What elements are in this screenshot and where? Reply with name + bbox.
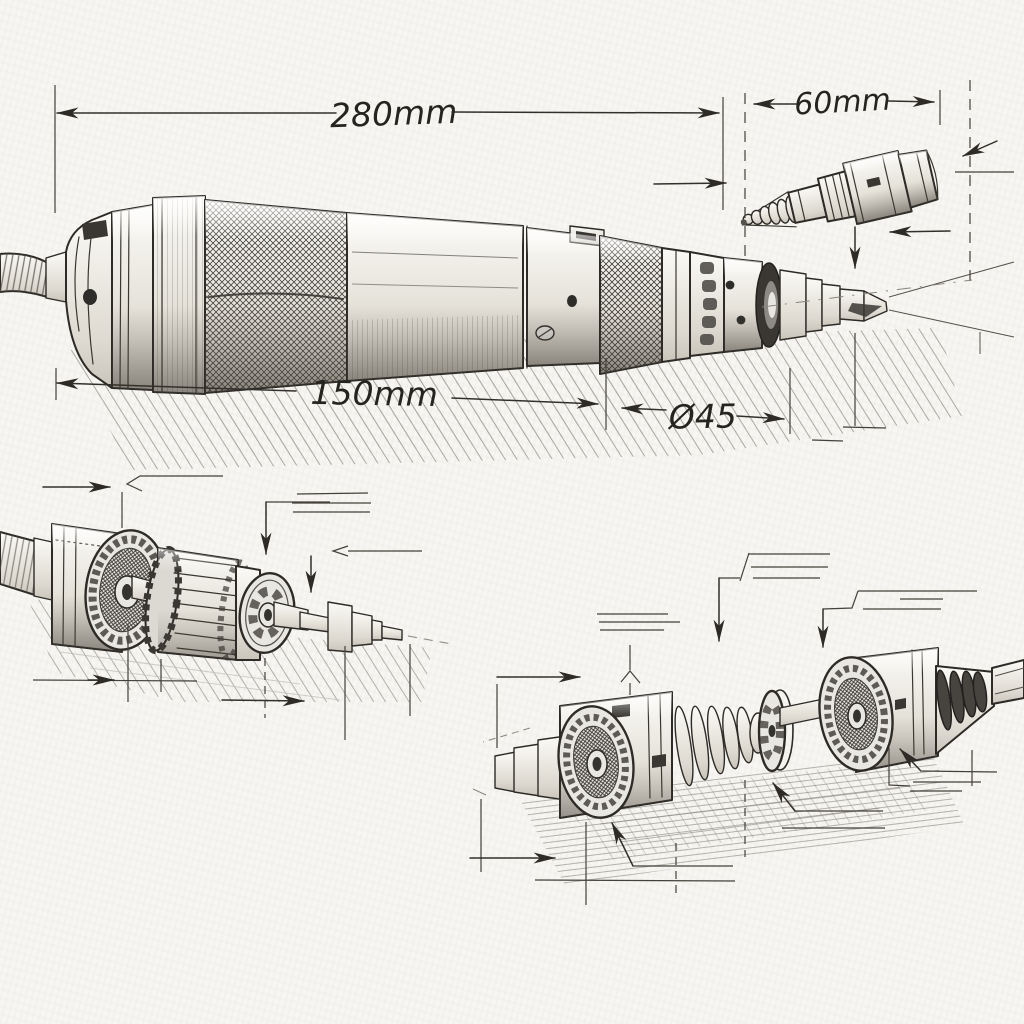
leaders-left-view bbox=[32, 475, 422, 740]
clamp-ring bbox=[152, 195, 206, 395]
barrel bbox=[346, 212, 528, 382]
dim-overall-length: 280mm bbox=[54, 85, 727, 213]
flanged-disc bbox=[749, 689, 794, 773]
dim-overall-length-label: 280mm bbox=[329, 92, 458, 135]
leaders-right-view bbox=[469, 552, 998, 905]
bearing-rollers bbox=[689, 251, 725, 357]
chuck-body bbox=[842, 150, 913, 226]
output-shaft-steps bbox=[779, 269, 841, 341]
dim-attachment-length: 60mm bbox=[744, 80, 971, 283]
collet-nut bbox=[599, 235, 691, 375]
dim-body-length: 150mm bbox=[55, 358, 607, 430]
bit-chuck-detail-view bbox=[740, 149, 939, 228]
bellows-section bbox=[674, 705, 754, 787]
collet-piece-left bbox=[327, 601, 383, 653]
dim-body-length-label: 150mm bbox=[310, 373, 438, 414]
dim-diameter-label: Ø45 bbox=[666, 396, 737, 436]
nose-cone bbox=[65, 211, 113, 389]
cable-boot bbox=[935, 665, 995, 755]
splined-sleeve bbox=[142, 545, 251, 661]
front-housing bbox=[111, 204, 154, 391]
exploded-view-left bbox=[0, 523, 453, 661]
spindle-steps-right bbox=[494, 735, 567, 801]
rear-collar bbox=[526, 225, 605, 367]
mounted-bit bbox=[839, 288, 888, 322]
dim-attachment-length-label: 60mm bbox=[793, 83, 891, 123]
collet-holder bbox=[723, 257, 763, 353]
spindle-face-ring bbox=[755, 262, 783, 348]
detail-leader-arrows bbox=[761, 140, 1014, 308]
coupling-housing-right-a bbox=[557, 691, 673, 819]
tip-guide-lines bbox=[888, 261, 1015, 354]
flexible-shaft-cable bbox=[0, 251, 67, 303]
coupling-housing-right-b bbox=[818, 647, 939, 773]
coupling-housing-left bbox=[51, 523, 168, 653]
chuck-end-cap bbox=[897, 149, 939, 209]
knurled-grip bbox=[204, 199, 348, 394]
exploded-view-right bbox=[494, 647, 1024, 819]
main-assembly-view bbox=[0, 195, 1015, 395]
output-shaft-left bbox=[299, 611, 331, 633]
pin-left bbox=[381, 625, 453, 645]
drive-cable-right bbox=[991, 659, 1024, 705]
dim-diameter: Ø45 bbox=[621, 333, 887, 442]
spoked-wheel-cylinder bbox=[235, 565, 309, 661]
drive-cable-left bbox=[0, 531, 53, 601]
